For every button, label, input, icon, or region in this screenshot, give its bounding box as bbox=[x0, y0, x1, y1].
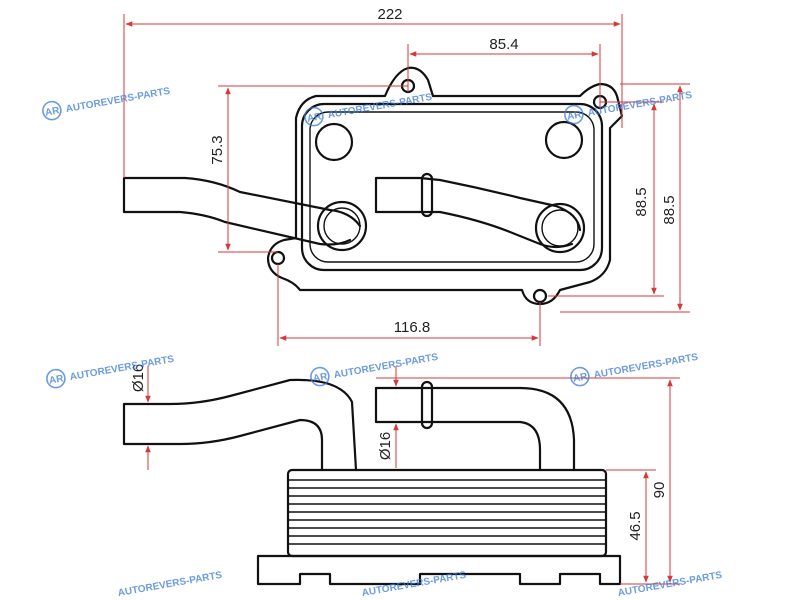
watermark-logo-icon bbox=[564, 104, 584, 125]
right-pipe-collar-side bbox=[420, 380, 434, 430]
watermark-logo-text: AR bbox=[306, 111, 323, 124]
side-view bbox=[122, 378, 622, 586]
watermark-logo-text: AR bbox=[572, 371, 589, 384]
mount-hole-bottom bbox=[532, 288, 548, 304]
dim-label-stack-height: 46.5 bbox=[627, 511, 644, 540]
cooler-base-flange bbox=[256, 554, 622, 586]
cooler-fins bbox=[288, 479, 606, 545]
right-pipe-top bbox=[374, 176, 582, 249]
watermark-logo-icon bbox=[304, 106, 324, 127]
watermark-2: AR AUTOREVERS-PARTS bbox=[304, 92, 433, 127]
watermark-4: AR AUTOREVERS-PARTS bbox=[46, 354, 175, 389]
cooler-plate bbox=[300, 102, 604, 272]
port-top-left bbox=[314, 122, 354, 162]
dim-label-outer-height: 88.5 bbox=[661, 195, 678, 224]
watermark-logo-icon bbox=[42, 100, 62, 121]
dim-label-total-height: 90 bbox=[651, 482, 668, 499]
dim-label-left-pipe-diameter: Ø16 bbox=[130, 364, 147, 392]
watermark-1: AR AUTOREVERS-PARTS bbox=[42, 86, 171, 121]
mount-hole-left bbox=[270, 250, 286, 266]
watermark-text: AUTOREVERS-PARTS bbox=[333, 352, 439, 381]
watermark-logo-icon bbox=[310, 366, 330, 387]
right-pipe-side bbox=[374, 386, 576, 472]
dim-label-right-pipe-diameter: Ø16 bbox=[377, 432, 394, 460]
watermark-text: AUTOREVERS-PARTS bbox=[593, 352, 699, 381]
left-pipe-side bbox=[122, 378, 358, 472]
dim-label-hole-spacing: 85.4 bbox=[489, 36, 518, 53]
top-view bbox=[122, 66, 624, 306]
left-pipe-top bbox=[122, 176, 362, 246]
watermark-7: AUTOREVERS-PARTS bbox=[117, 570, 223, 599]
watermark-8: AUTOREVERS-PARTS bbox=[361, 570, 467, 599]
watermark-logo-text: AR bbox=[48, 373, 65, 386]
watermark-text: AUTOREVERS-PARTS bbox=[69, 354, 175, 383]
cooler-stack-body bbox=[286, 468, 608, 558]
watermark-text: AUTOREVERS-PARTS bbox=[361, 570, 467, 599]
watermark-5: AR AUTOREVERS-PARTS bbox=[310, 352, 439, 387]
watermark-logo-icon bbox=[46, 368, 66, 389]
dim-label-overall-width: 222 bbox=[377, 6, 402, 23]
watermark-text: AUTOREVERS-PARTS bbox=[65, 86, 171, 115]
watermark-text: AUTOREVERS-PARTS bbox=[117, 570, 223, 599]
watermark-logo-text: AR bbox=[566, 109, 583, 122]
top-view-dimensions: 222 85.4 75.3 88.5 88.5 116.8 bbox=[123, 6, 690, 346]
watermark-logo-text: AR bbox=[44, 105, 61, 118]
dim-label-inner-height: 88.5 bbox=[633, 187, 650, 216]
port-bottom-left bbox=[316, 200, 368, 252]
dim-label-bottom-width: 116.8 bbox=[394, 319, 430, 336]
side-view-dimensions: Ø16 Ø16 90 46.5 bbox=[130, 364, 680, 585]
dim-label-left-height: 75.3 bbox=[209, 135, 226, 164]
port-bottom-right bbox=[534, 202, 586, 254]
watermark-logo-text: AR bbox=[312, 371, 329, 384]
watermark-text: AUTOREVERS-PARTS bbox=[587, 90, 693, 119]
watermark-6: AR AUTOREVERS-PARTS bbox=[570, 352, 699, 387]
cooler-plate-inner bbox=[309, 111, 595, 263]
right-pipe-collar-top bbox=[420, 172, 434, 218]
port-top-right bbox=[544, 120, 584, 160]
watermark-logo-icon bbox=[570, 366, 590, 387]
